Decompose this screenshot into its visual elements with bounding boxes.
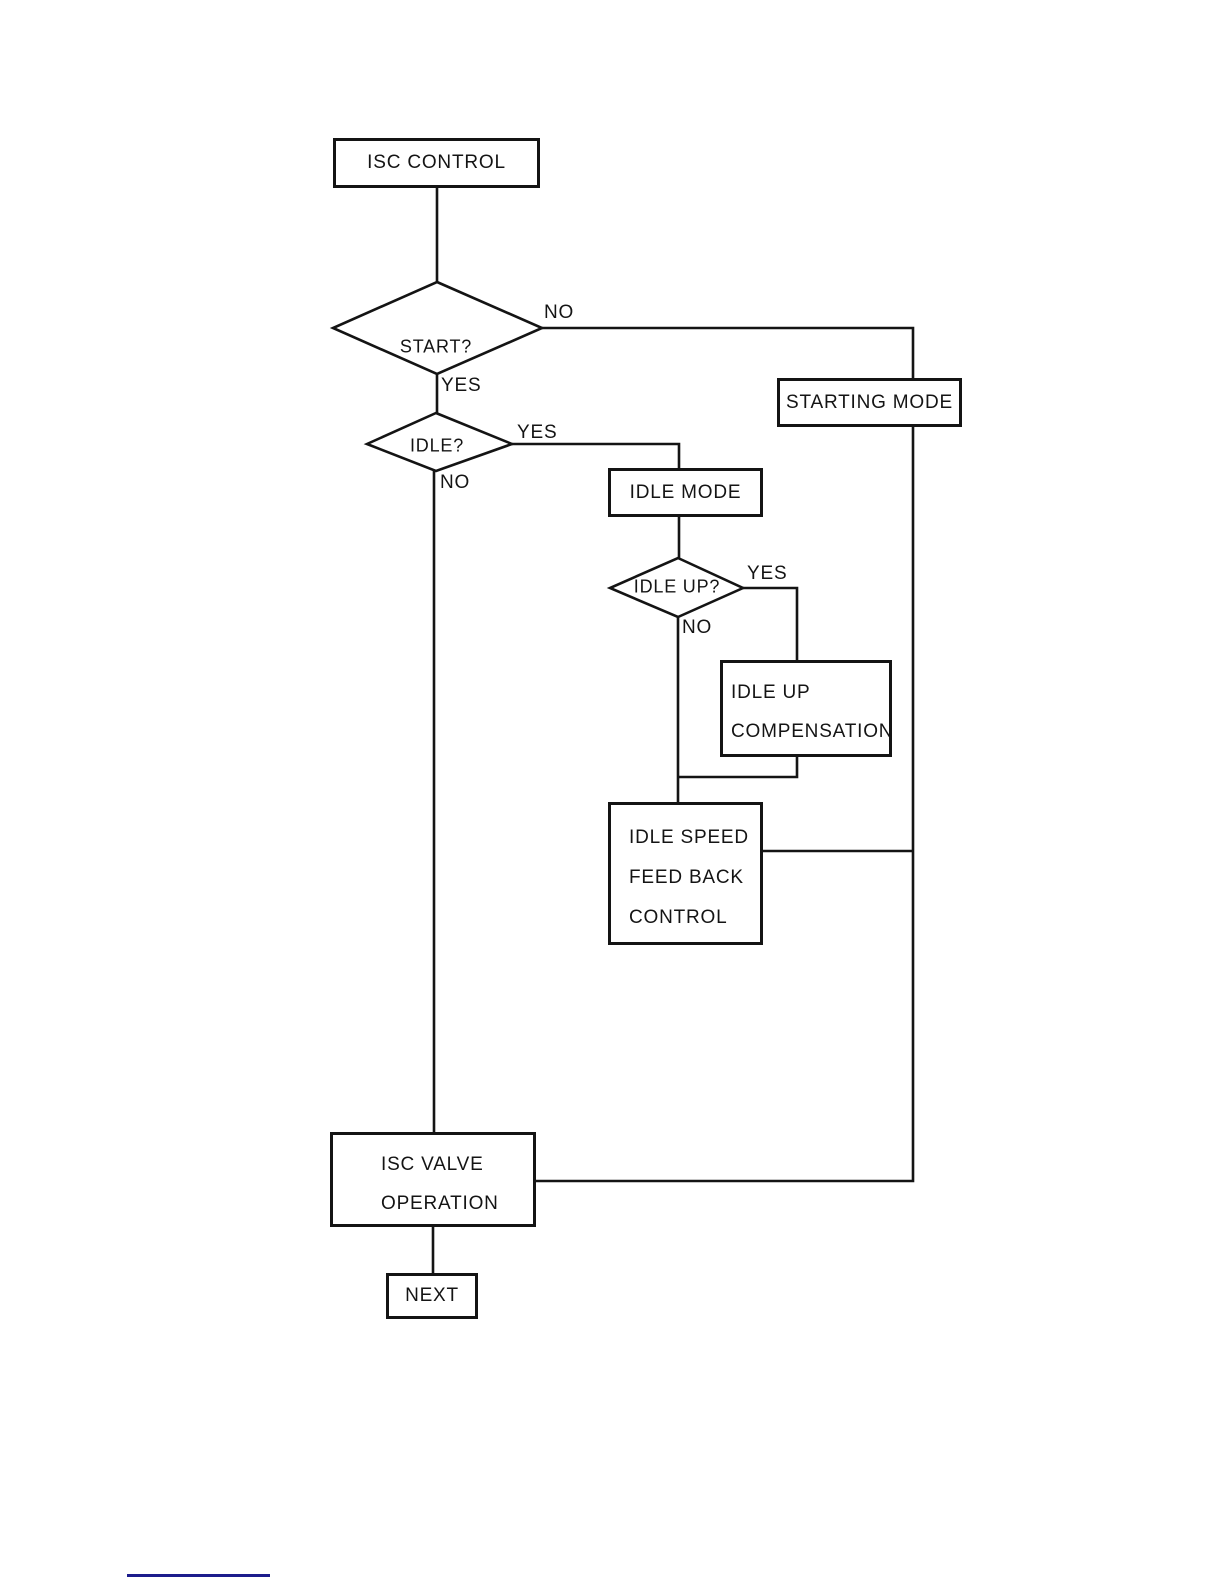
idle-mode-box: IDLE MODE bbox=[608, 468, 763, 517]
isc-control-label: ISC CONTROL bbox=[367, 152, 506, 173]
decision-diamond-start bbox=[329, 280, 546, 376]
decision-diamond-idle-up bbox=[606, 556, 747, 619]
connector-idleup-yes bbox=[743, 586, 799, 660]
branch-label-start-yes: YES bbox=[441, 375, 482, 396]
starting-mode-box: STARTING MODE bbox=[777, 378, 962, 427]
idle-speed-feedback-line-2: FEED BACK bbox=[629, 867, 744, 888]
isc-valve-operation-line-2: OPERATION bbox=[381, 1193, 499, 1214]
idle-up-compensation-line-1: IDLE UP bbox=[731, 682, 811, 703]
isc-valve-operation-box: ISC VALVE OPERATION bbox=[330, 1132, 536, 1227]
connector-comp-return bbox=[678, 757, 799, 779]
isc-control-box: ISC CONTROL bbox=[333, 138, 540, 188]
decision-start-label: START? bbox=[399, 336, 473, 357]
idle-up-compensation-line-2: COMPENSATION bbox=[731, 721, 894, 742]
idle-speed-feedback-box: IDLE SPEED FEED BACK CONTROL bbox=[608, 802, 763, 945]
connector-idle-yes bbox=[512, 442, 681, 468]
idle-up-compensation-box: IDLE UP COMPENSATION bbox=[720, 660, 894, 757]
branch-label-idle-up-no: NO bbox=[682, 617, 713, 638]
branch-label-idle-up-yes: YES bbox=[747, 563, 788, 584]
starting-mode-label: STARTING MODE bbox=[786, 391, 953, 413]
idle-mode-label: IDLE MODE bbox=[629, 481, 742, 503]
footer-accent-line bbox=[127, 1574, 270, 1577]
idle-speed-feedback-line-3: CONTROL bbox=[629, 907, 728, 928]
branch-label-idle-no: NO bbox=[440, 472, 471, 493]
branch-label-idle-yes: YES bbox=[517, 422, 558, 443]
connector-start-no-trunk bbox=[536, 326, 915, 1183]
next-box: NEXT bbox=[386, 1273, 478, 1319]
decision-idle-label: IDLE? bbox=[409, 435, 465, 456]
next-label: NEXT bbox=[405, 1285, 459, 1306]
isc-valve-operation-line-1: ISC VALVE bbox=[381, 1154, 484, 1175]
decision-idle-up-label: IDLE UP? bbox=[633, 576, 721, 597]
decision-diamond-idle bbox=[363, 411, 516, 473]
branch-label-start-no: NO bbox=[544, 302, 575, 323]
idle-speed-feedback-line-1: IDLE SPEED bbox=[629, 827, 749, 848]
